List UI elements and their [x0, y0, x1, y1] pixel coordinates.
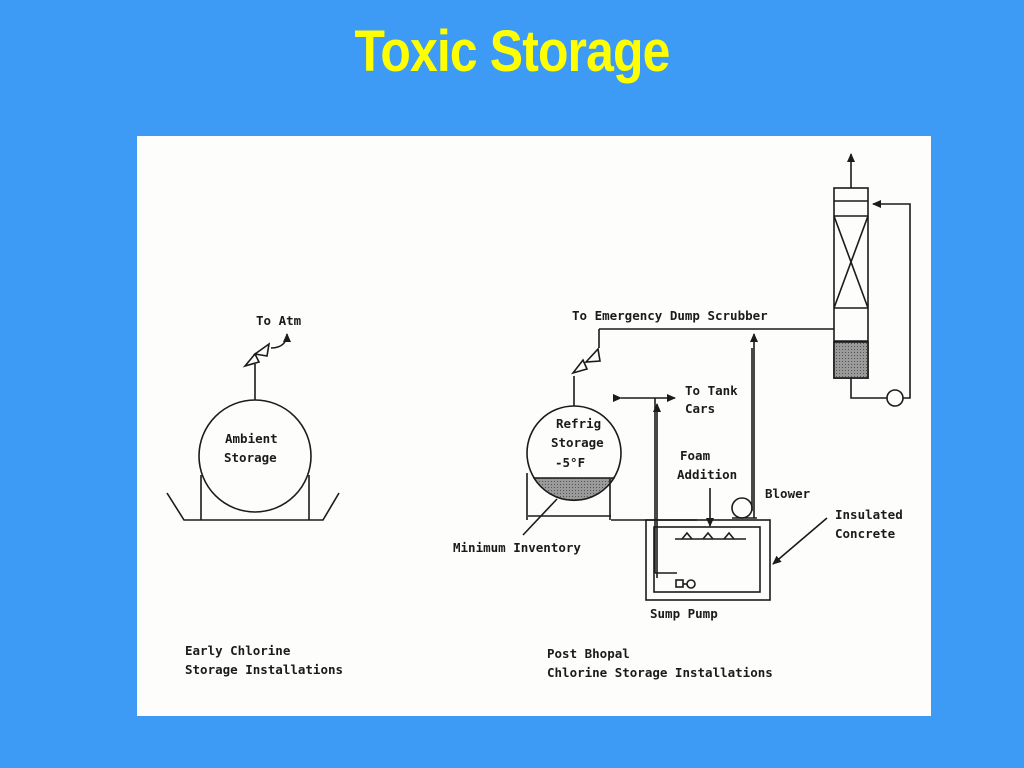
label-sump-pump: Sump Pump [650, 606, 718, 621]
label-refrig-2: Storage [551, 435, 604, 450]
insulated-concrete-arrow [772, 517, 828, 565]
label-refrig-1: Refrig [556, 416, 601, 431]
label-refrig-3: -5°F [555, 455, 585, 470]
to-atm-arrow [270, 333, 291, 349]
minimum-inventory-pointer [522, 498, 558, 536]
label-insulated-2: Concrete [835, 526, 896, 541]
foam-nozzle-icon [681, 531, 735, 540]
label-foam-2: Addition [677, 467, 737, 482]
label-early-1: Early Chlorine [185, 643, 291, 658]
chlorine-storage-diagram: To Atm Ambient Storage Early Chlorine St… [166, 153, 911, 680]
label-min-inventory: Minimum Inventory [453, 540, 581, 555]
ambient-tank-saddle [166, 492, 340, 521]
recirc-pump-icon [886, 389, 904, 407]
label-blower: Blower [765, 486, 811, 501]
label-tank-cars-1: To Tank [685, 383, 738, 398]
diagram-panel: To Atm Ambient Storage Early Chlorine St… [137, 136, 931, 716]
scrubber-column [833, 187, 869, 379]
slide-title: Toxic Storage [354, 19, 671, 84]
label-early-2: Storage Installations [185, 662, 343, 677]
label-ambient-1: Ambient [225, 431, 278, 446]
label-post-1: Post Bhopal [547, 646, 630, 661]
label-scrubber: To Emergency Dump Scrubber [572, 308, 768, 323]
label-ambient-2: Storage [224, 450, 277, 465]
label-tank-cars-2: Cars [685, 401, 715, 416]
minimum-inventory-fill [532, 477, 616, 502]
label-insulated-1: Insulated [835, 507, 903, 522]
ambient-storage-group [166, 333, 340, 521]
refrig-storage-group [522, 347, 697, 536]
label-post-2: Chlorine Storage Installations [547, 665, 773, 680]
label-to-atm: To Atm [256, 313, 302, 328]
sump-pump-icon [675, 579, 696, 589]
refrig-relief-valve-icon [570, 347, 601, 375]
scrubber-sump-fill [833, 341, 869, 379]
relief-valve-icon [242, 342, 271, 368]
label-foam-1: Foam [680, 448, 711, 463]
recirc-arrow [872, 200, 911, 399]
